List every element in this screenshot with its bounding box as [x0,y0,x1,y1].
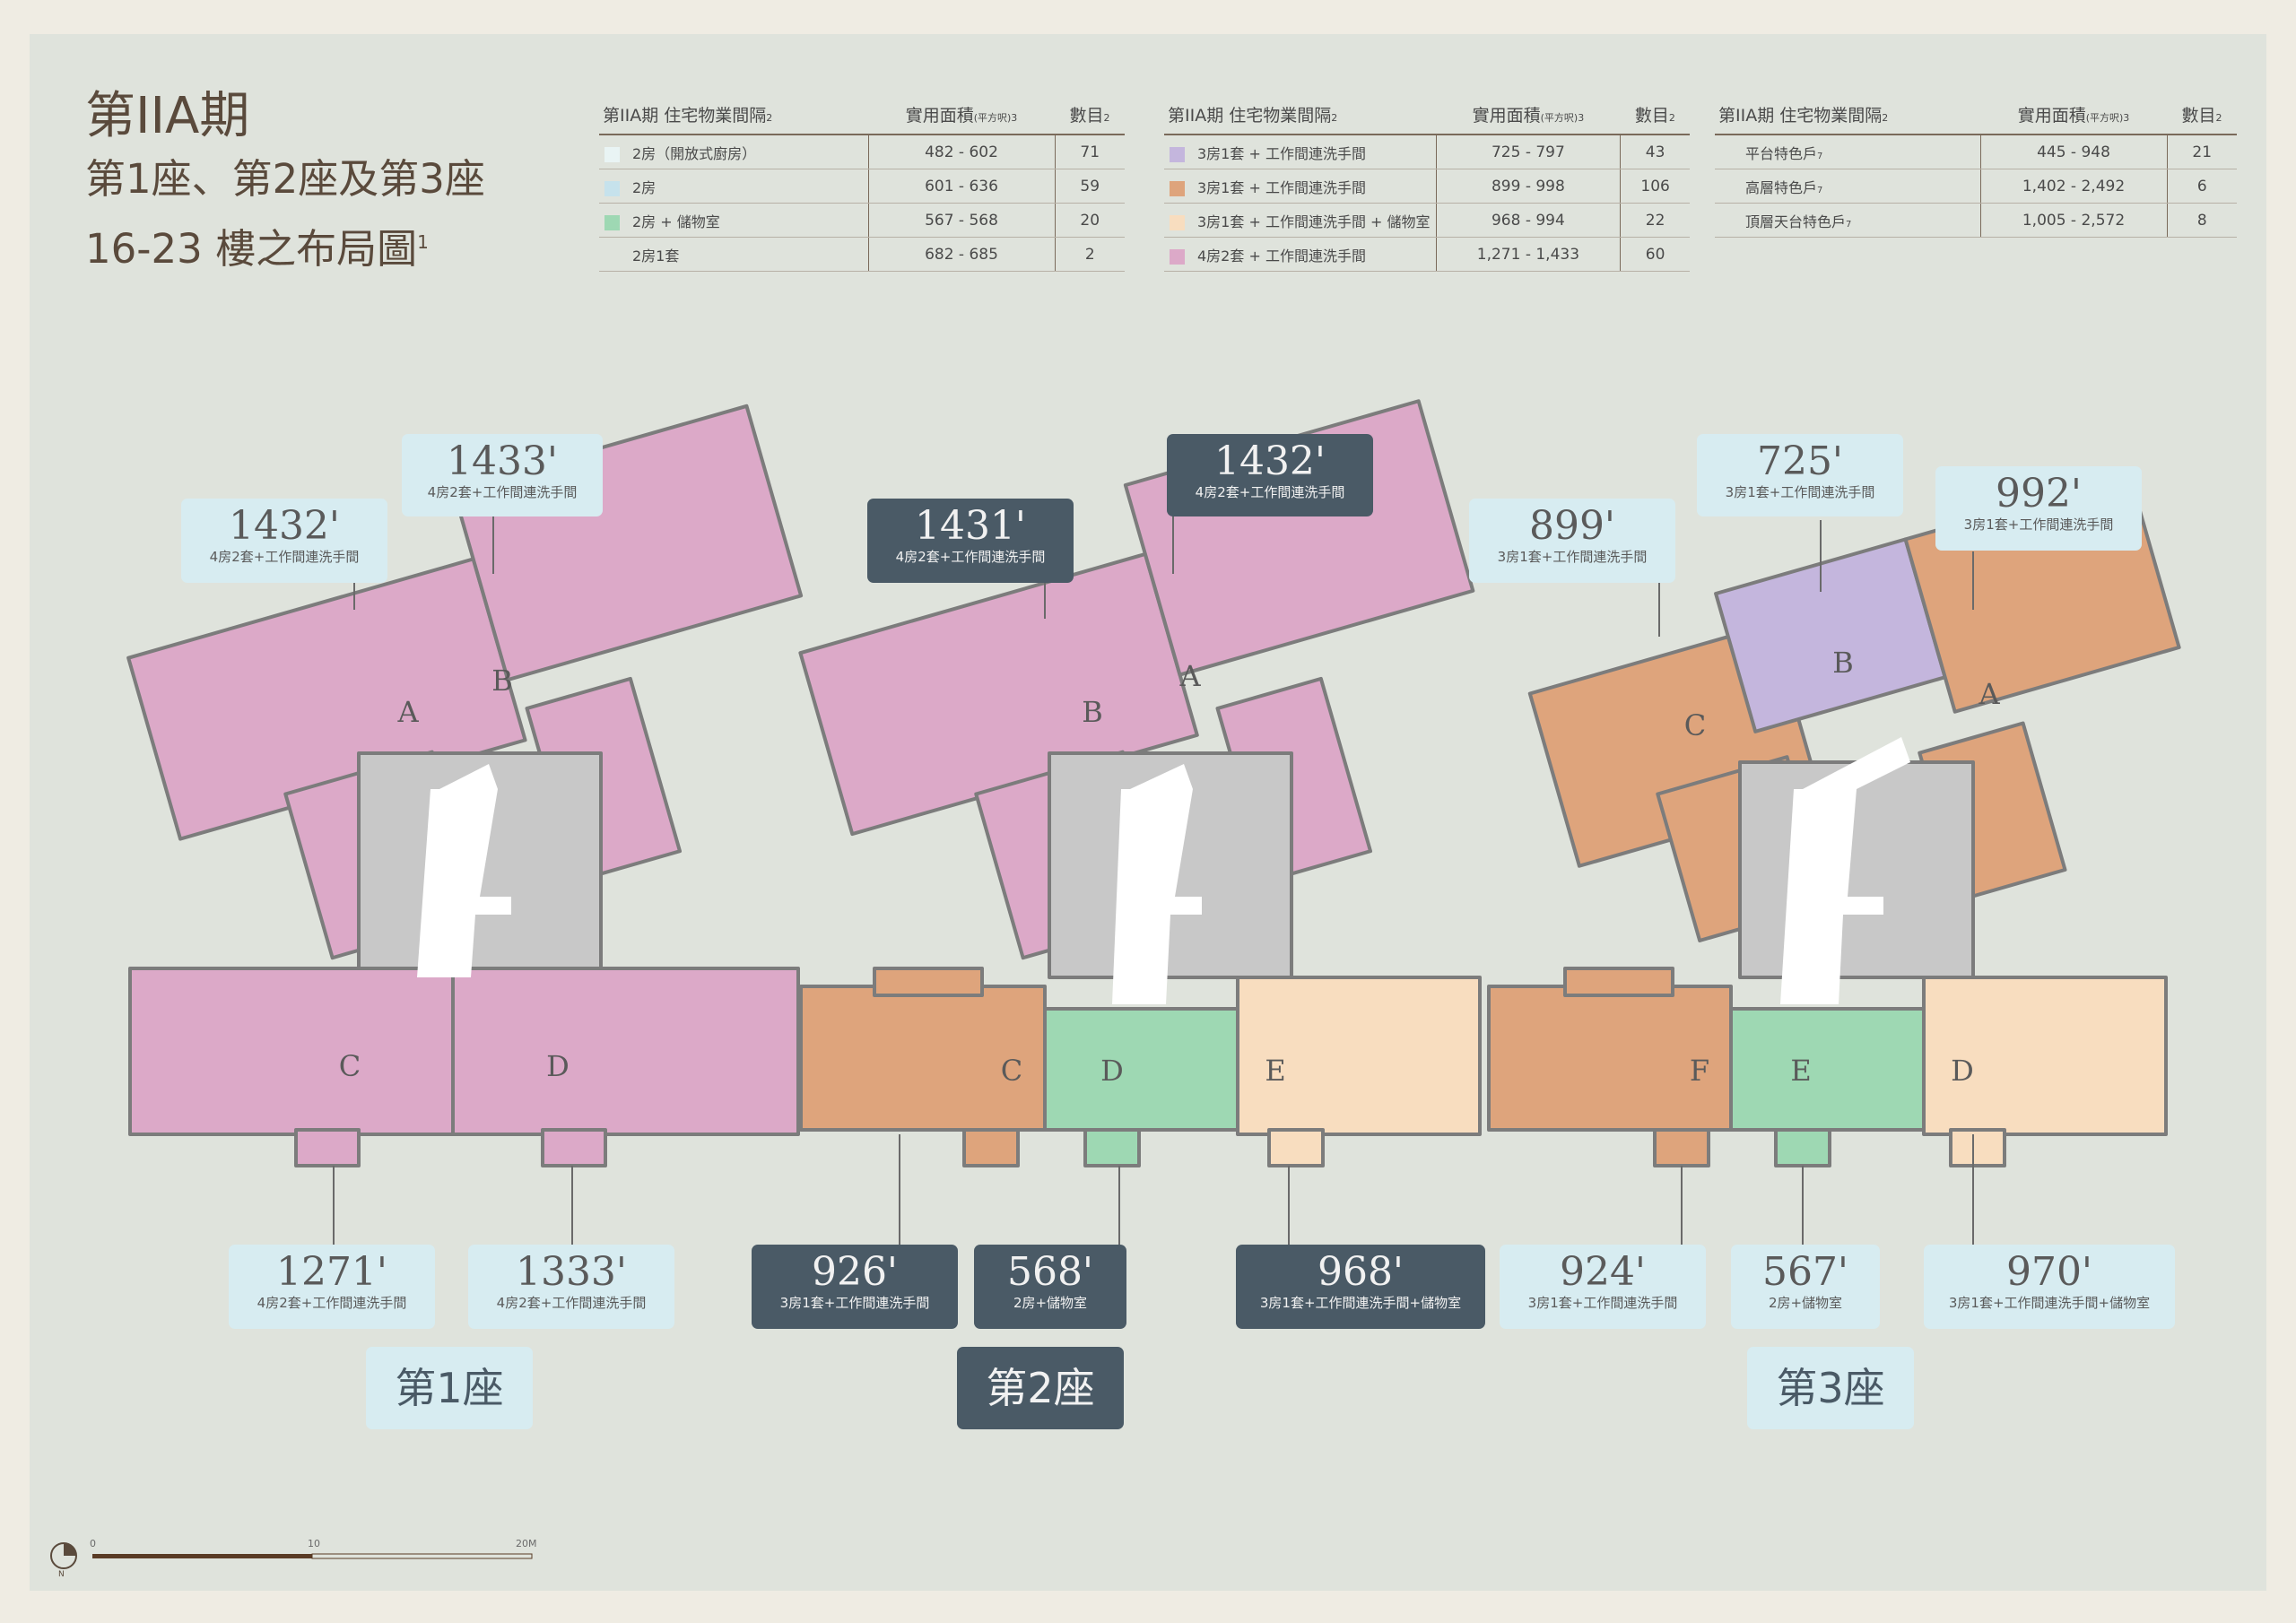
flat-1C [128,967,455,1136]
flat-letter: D [1951,1054,1974,1088]
swatch-icon [1170,248,1185,265]
tower-1-label: 第1座 [366,1347,533,1429]
unit-label: 970'3房1套+工作間連洗手間+儲物室 [1924,1245,2175,1329]
legend-table-2: 第IIA期 住宅物業間隔2 實用面積(平方呎)3 數目2 3房1套 + 工作間連… [1164,97,1690,272]
legend-header-type: 第IIA期 住宅物業間隔2 [1164,97,1437,135]
tower-3-label: 第3座 [1747,1347,1914,1429]
legend-header-area: 實用面積(平方呎)3 [868,97,1055,135]
svg-text:N: N [58,1570,65,1579]
swatch-icon [1170,214,1185,230]
north-arrow-icon: N [50,1542,77,1579]
unit-label: 924'3房1套+工作間連洗手間 [1500,1245,1706,1329]
unit-label: 1271'4房2套+工作間連洗手間 [229,1245,435,1329]
title-towers: 第1座、第2座及第3座 [85,155,485,203]
title-floors-text: 16-23 樓之布局圖 [85,225,418,273]
tower-2-label: 第2座 [957,1347,1124,1429]
flat-letter: B [1832,646,1854,680]
legend-header-area: 實用面積(平方呎)3 [1436,97,1621,135]
flat-3E [1729,1007,1926,1132]
title-phase: 第IIA期 [85,87,250,145]
unit-label: 568'2房+儲物室 [974,1245,1126,1329]
page-title: 第IIA期 第1座、第2座及第3座 16-23 樓之布局圖1 [85,85,485,281]
flat-3B [1714,537,1947,733]
swatch-icon [604,214,620,230]
swatch-icon [604,146,620,162]
unit-label: 1432'4房2套+工作間連洗手間 [1167,434,1373,516]
flat-2E [1236,976,1482,1136]
flat-letter: D [1100,1054,1124,1088]
title-footnote: 1 [417,231,429,253]
unit-label: 1431'4房2套+工作間連洗手間 [867,499,1074,583]
flat-letter: C [1684,708,1706,742]
flat-letter: A [1978,677,2000,711]
unit-label: 899'3房1套+工作間連洗手間 [1469,499,1675,583]
flat-letter: A [396,695,419,729]
tower3-core [1738,760,1975,979]
flat-letter: D [546,1049,570,1083]
scale-tick: 20M [516,1538,537,1549]
legend-header-count: 數目2 [1055,97,1125,135]
unit-label: 1333'4房2套+工作間連洗手間 [468,1245,674,1329]
legend-header-type: 第IIA期 住宅物業間隔2 [1715,97,1980,135]
swatch-icon [604,180,620,196]
flat-3F [1487,985,1733,1132]
flat-letter: A [1178,659,1201,693]
unit-label: 567'2房+儲物室 [1731,1245,1880,1329]
flat-1D [451,967,800,1136]
flat-letter: C [339,1049,361,1083]
flat-3D [1922,976,2168,1136]
unit-label: 926'3房1套+工作間連洗手間 [752,1245,958,1329]
unit-label: 1433'4房2套+工作間連洗手間 [402,434,603,516]
scale-tick: 0 [90,1538,96,1549]
scale-bar: N 0 10 20M [50,1538,537,1579]
legend-header-count: 數目2 [1620,97,1690,135]
flat-letter: B [1082,695,1103,729]
flat-letter: E [1265,1054,1285,1088]
unit-label: 1432'4房2套+工作間連洗手間 [181,499,387,583]
unit-label: 992'3房1套+工作間連洗手間 [1935,466,2142,551]
flat-letter: E [1790,1054,1811,1088]
legend-table-1: 第IIA期 住宅物業間隔2 實用面積(平方呎)3 數目2 2房（開放式廚房）48… [599,97,1125,272]
flat-letter: F [1690,1054,1709,1088]
flat-letter: B [491,664,513,698]
legend-header-area: 實用面積(平方呎)3 [1980,97,2167,135]
unit-label: 725'3房1套+工作間連洗手間 [1697,434,1903,516]
scale-tick: 10 [308,1538,320,1549]
swatch-icon [1170,146,1185,162]
title-floors: 16-23 樓之布局圖1 [85,211,485,281]
legend-header-count: 數目2 [2167,97,2237,135]
swatch-icon [1170,180,1185,196]
flat-2D [1043,1007,1239,1132]
unit-label: 968'3房1套+工作間連洗手間+儲物室 [1236,1245,1485,1329]
corridors [417,737,1910,1004]
legend-header-type: 第IIA期 住宅物業間隔2 [599,97,868,135]
flat-letter: C [1001,1054,1022,1088]
